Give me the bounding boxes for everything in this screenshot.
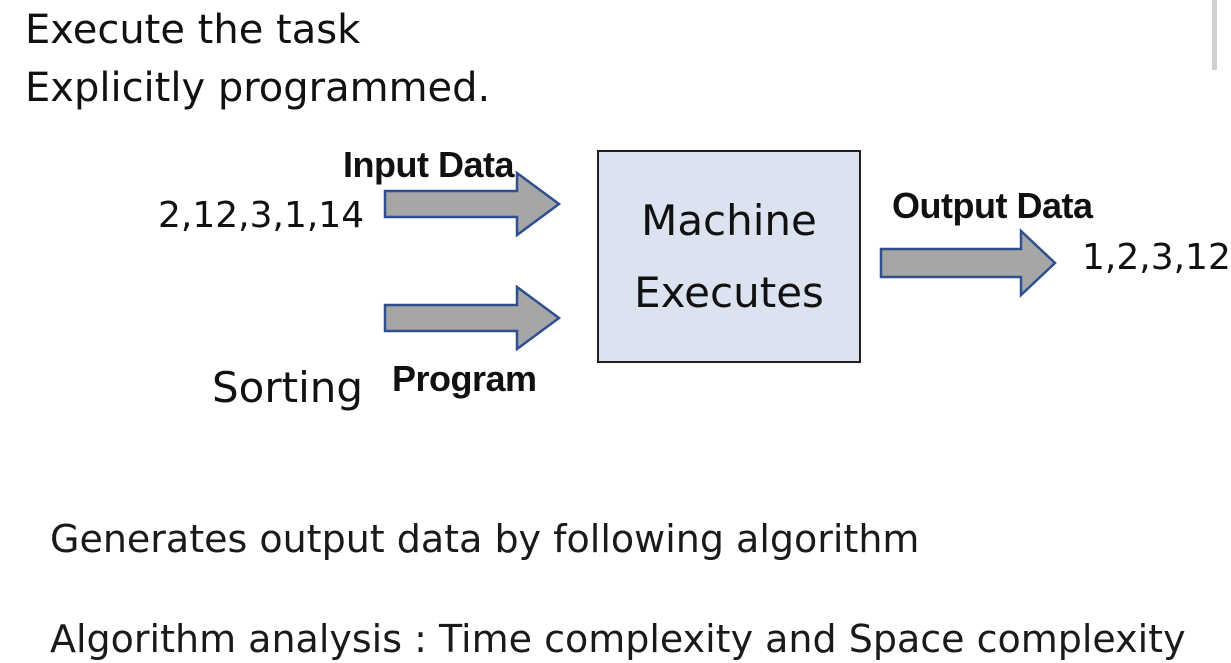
- program-arrow: [383, 284, 562, 352]
- window-edge-divider: [1212, 0, 1217, 70]
- machine-label-line-2: Executes: [634, 267, 824, 317]
- bullet-output-generation: Generates output data by following algor…: [50, 517, 920, 561]
- bullet-algorithm-analysis: Algorithm analysis : Time complexity and…: [50, 617, 1186, 661]
- heading-line-1: Execute the task: [25, 7, 361, 53]
- machine-box: Machine Executes: [597, 150, 861, 363]
- input-values: 2,12,3,1,14: [158, 195, 365, 236]
- heading-line-2: Explicitly programmed.: [25, 65, 491, 111]
- input-arrow: [383, 170, 562, 238]
- machine-label-line-1: Machine: [641, 195, 817, 245]
- input-data-label: Input Data: [343, 144, 515, 185]
- output-values: 1,2,3,12: [1082, 237, 1231, 278]
- output-arrow: [879, 228, 1057, 298]
- output-data-label: Output Data: [892, 185, 1093, 226]
- program-label: Program: [392, 358, 537, 399]
- task-name: Sorting: [212, 363, 364, 412]
